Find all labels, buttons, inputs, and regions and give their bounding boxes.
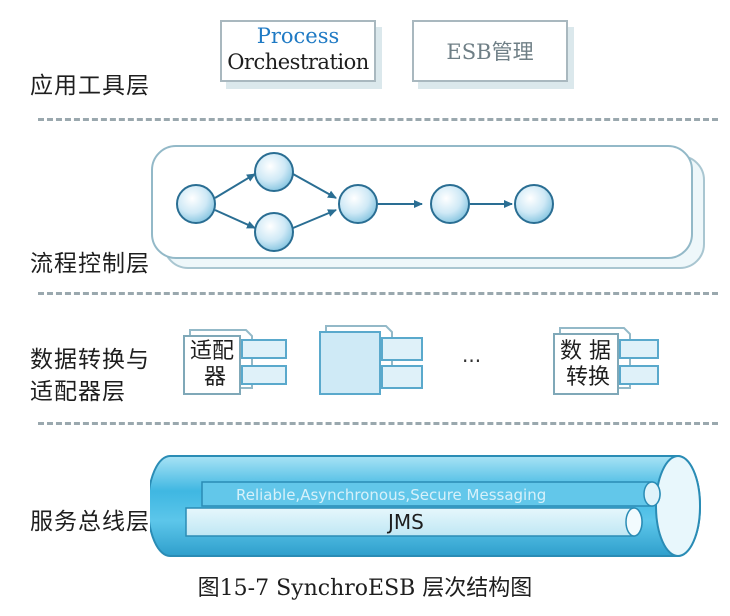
messaging-label: Reliable,Asynchronous,Secure Messaging (236, 486, 546, 504)
esb-management-title: ESB管理 (446, 40, 534, 64)
adapter-label-2: 器 (204, 365, 226, 390)
flow-arrow-4 (292, 209, 337, 229)
layer-label-process-control: 流程控制层 (30, 251, 150, 277)
jms-label: JMS (386, 510, 424, 534)
figure-caption: 图15-7 SynchroESB 层次结构图 (197, 576, 533, 601)
process-title: Process (256, 24, 340, 48)
flow-arrow-2 (214, 209, 256, 229)
adapter-ellipsis: ··· (462, 349, 481, 373)
service-bus-diagram: Reliable,Asynchronous,Secure Messaging J… (150, 455, 701, 557)
divider-2 (38, 292, 718, 295)
data-transform-document: 数 据 转换 (553, 327, 659, 395)
flow-node-branch-top (254, 152, 294, 192)
adapter-middle-document (319, 325, 423, 395)
divider-1 (38, 118, 718, 121)
layer-label-data-adapter-1: 数据转换与 (30, 347, 150, 373)
flow-node-branch-bottom (254, 212, 294, 252)
bus-tube-end (655, 455, 701, 557)
process-flow-diagram (151, 145, 705, 269)
flow-node-step (430, 184, 470, 224)
transform-label-1: 数 据 (560, 339, 611, 364)
divider-3 (38, 422, 718, 425)
flow-node-end (514, 184, 554, 224)
adapter-label-1: 适配 (190, 339, 234, 364)
orchestration-title: Orchestration (227, 50, 369, 74)
adapter-diagram: 适配 器 ··· 数 据 转换 (183, 325, 659, 395)
layer-label-app-tools: 应用工具层 (30, 73, 150, 99)
layer-label-data-adapter-2: 适配器层 (30, 379, 126, 405)
flow-node-merge (338, 184, 378, 224)
messaging-pipe-end (643, 481, 661, 507)
transform-label-2: 转换 (566, 365, 610, 390)
process-orchestration-box: Process Orchestration (220, 20, 376, 82)
layer-label-service-bus: 服务总线层 (30, 509, 150, 535)
flow-panel (151, 145, 693, 259)
flow-arrow-1 (214, 173, 256, 199)
adapter-document: 适配 器 (183, 329, 287, 395)
esb-management-box: ESB管理 (412, 20, 568, 82)
jms-pipe-end (625, 507, 643, 537)
flow-node-start (176, 184, 216, 224)
flow-arrow-3 (292, 173, 337, 199)
